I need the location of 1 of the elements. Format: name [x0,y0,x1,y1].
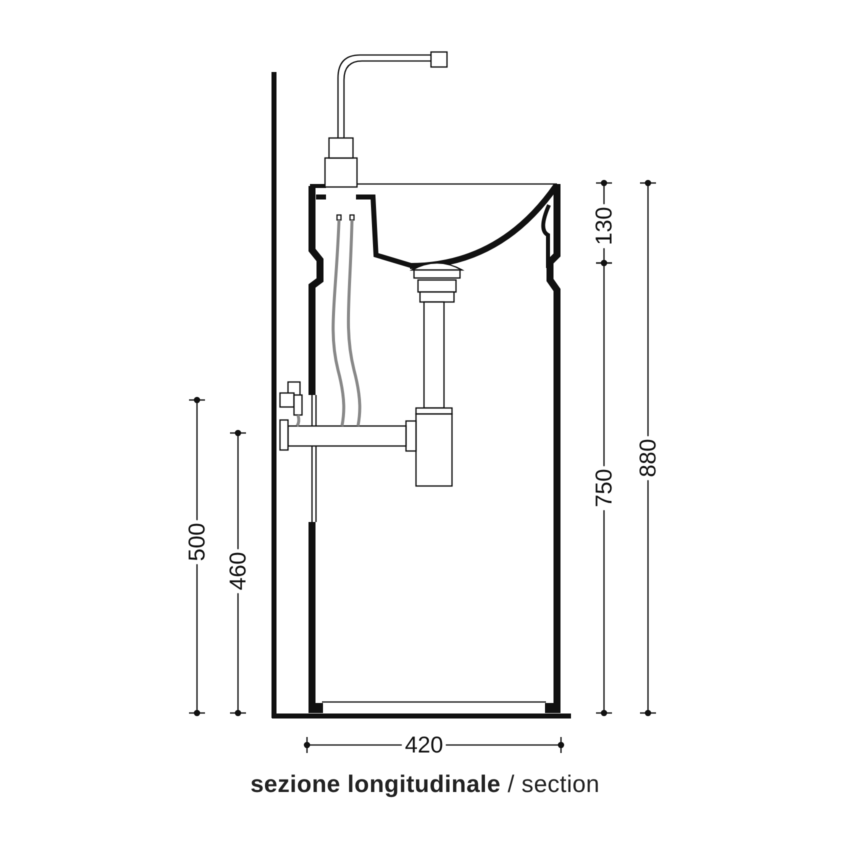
caption: sezione longitudinale / section [249,771,601,799]
